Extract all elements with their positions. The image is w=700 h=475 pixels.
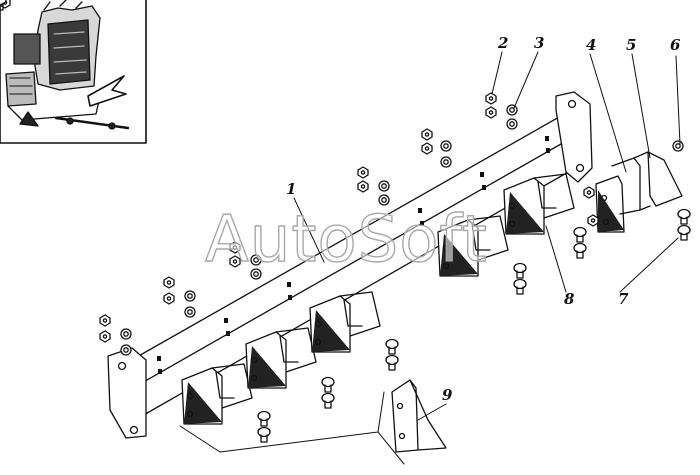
leader-lines <box>179 51 681 465</box>
bracket-assembly-4-5 <box>595 151 683 233</box>
bracket-row <box>181 173 575 425</box>
callout-3: 3 <box>534 34 545 52</box>
callout-2: 2 <box>498 34 509 52</box>
callout-1: 1 <box>286 180 297 198</box>
callout-8: 8 <box>564 290 575 308</box>
bracket-part-9 <box>391 379 447 453</box>
bolts <box>0 0 691 443</box>
callout-7: 7 <box>618 290 629 308</box>
callout-4: 4 <box>586 36 597 54</box>
main-beam <box>107 91 593 439</box>
inset-locator-image <box>0 0 147 144</box>
callout-9: 9 <box>442 386 453 404</box>
callout-6: 6 <box>670 36 681 54</box>
callout-5: 5 <box>626 36 637 54</box>
